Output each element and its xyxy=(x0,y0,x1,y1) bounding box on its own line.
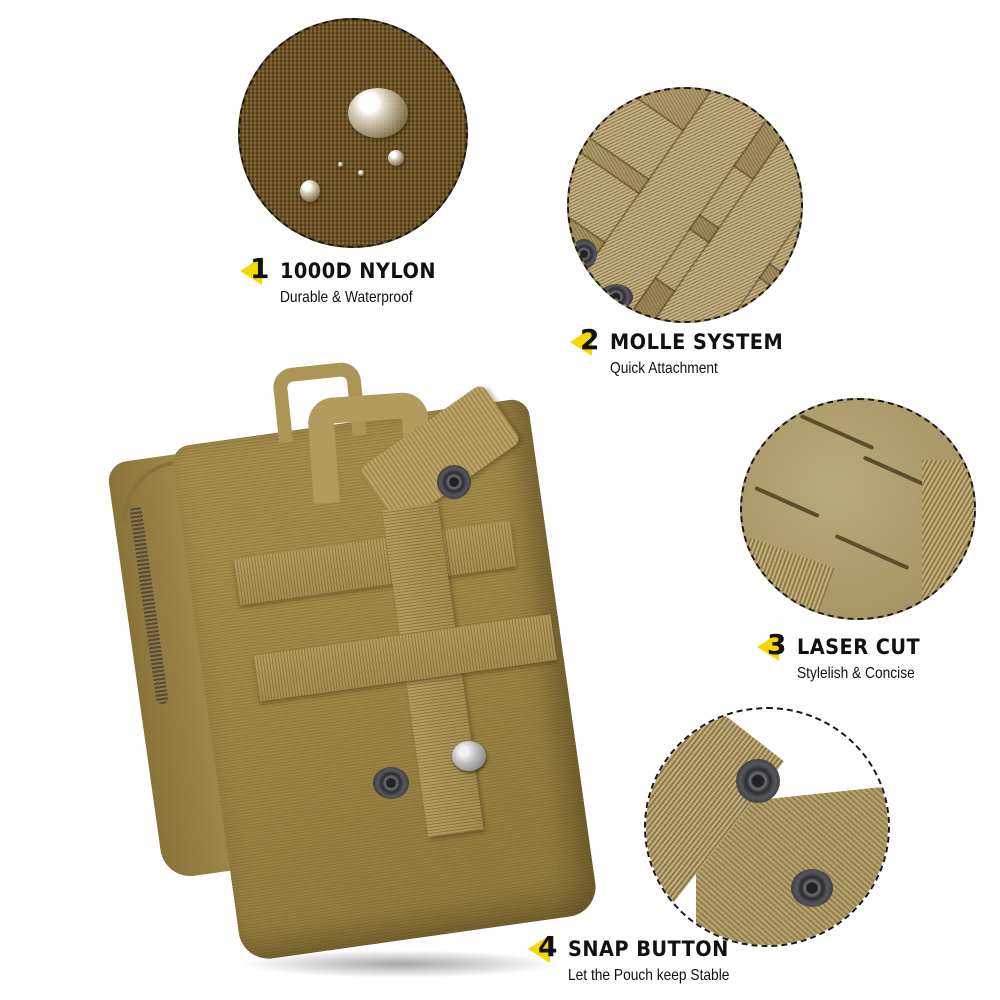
water-drop-icon xyxy=(300,180,320,202)
feature-subtitle: Stylelish & Concise xyxy=(797,665,915,682)
webbing-strap xyxy=(742,537,835,618)
laser-slot xyxy=(754,485,820,519)
snap-button-icon xyxy=(736,759,780,803)
laser-slot xyxy=(834,533,910,571)
water-drop-icon xyxy=(348,88,408,138)
laser-slot xyxy=(799,413,875,451)
snap-button-icon xyxy=(571,239,597,269)
feature-title: MOLLE SYSTEM xyxy=(610,330,784,354)
silver-snap-icon xyxy=(452,741,486,771)
snap-button-icon xyxy=(437,465,471,499)
feature-title: LASER CUT xyxy=(797,635,921,659)
webbing-strap xyxy=(922,460,974,618)
yellow-triangle-icon xyxy=(240,257,262,285)
feature-subtitle: Durable & Waterproof xyxy=(280,289,413,306)
yellow-triangle-icon xyxy=(757,633,779,661)
feature-subtitle: Quick Attachment xyxy=(610,360,718,377)
water-drop-icon xyxy=(358,170,364,176)
feature-title: 1000D NYLON xyxy=(280,259,436,283)
feature-number: 2 xyxy=(580,323,600,356)
feature-title: SNAP BUTTON xyxy=(568,937,729,961)
snap-button-icon xyxy=(599,284,633,310)
snap-button-detail-circle xyxy=(644,707,890,947)
feature-subtitle: Let the Pouch keep Stable xyxy=(568,967,730,984)
snap-button-icon xyxy=(373,767,409,799)
main-pouch-image xyxy=(106,360,600,985)
yellow-triangle-icon xyxy=(570,328,592,356)
water-drop-icon xyxy=(338,162,343,167)
yellow-triangle-icon xyxy=(528,935,550,963)
molle-detail-circle xyxy=(567,87,803,323)
water-drop-icon xyxy=(388,150,404,166)
feature-number: 3 xyxy=(767,628,787,661)
laser-cut-detail-circle xyxy=(740,398,976,620)
snap-button-icon xyxy=(791,869,833,907)
nylon-detail-circle xyxy=(238,18,468,248)
feature-number: 1 xyxy=(250,252,270,285)
feature-number: 4 xyxy=(538,930,558,963)
